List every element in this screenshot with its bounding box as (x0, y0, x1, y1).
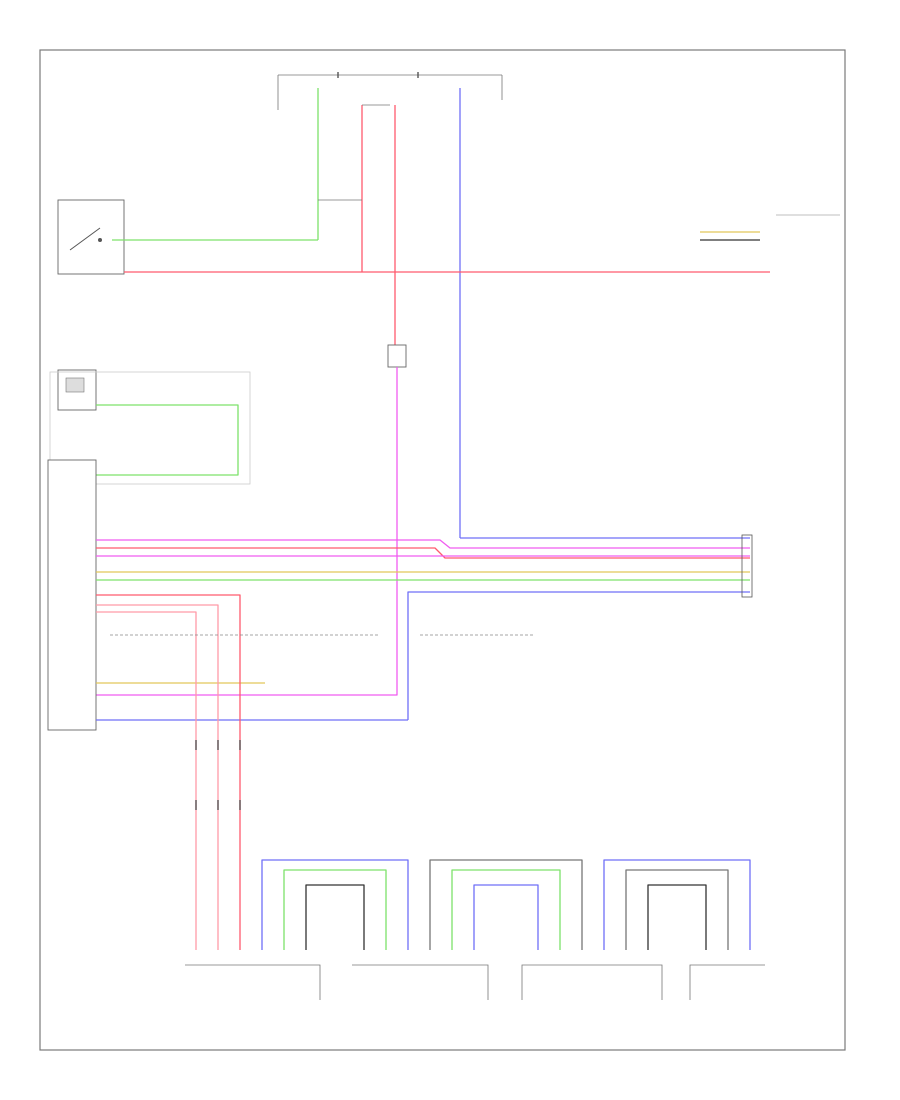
sensor-connector-3 (521, 964, 663, 1000)
switch-block (57, 199, 125, 275)
diagram-frame (39, 49, 846, 1051)
sensor-connector-2 (352, 964, 489, 1000)
sensor-connector-1 (185, 964, 321, 1000)
relay-block (387, 344, 407, 368)
sensor-loops (261, 859, 751, 950)
sensor-harness (195, 740, 241, 950)
sensor-connector-4 (689, 964, 765, 1000)
wire-pink-relay (92, 367, 398, 696)
sensor-box-left (49, 369, 251, 485)
ecu-block (47, 459, 97, 731)
top-fuse-bracket (277, 72, 503, 110)
ecu-bus (96, 537, 750, 860)
connector-bottom-right (741, 534, 753, 598)
wire-green-loop (96, 404, 239, 476)
top-feeds (317, 88, 461, 538)
right-connector-top (700, 214, 840, 241)
